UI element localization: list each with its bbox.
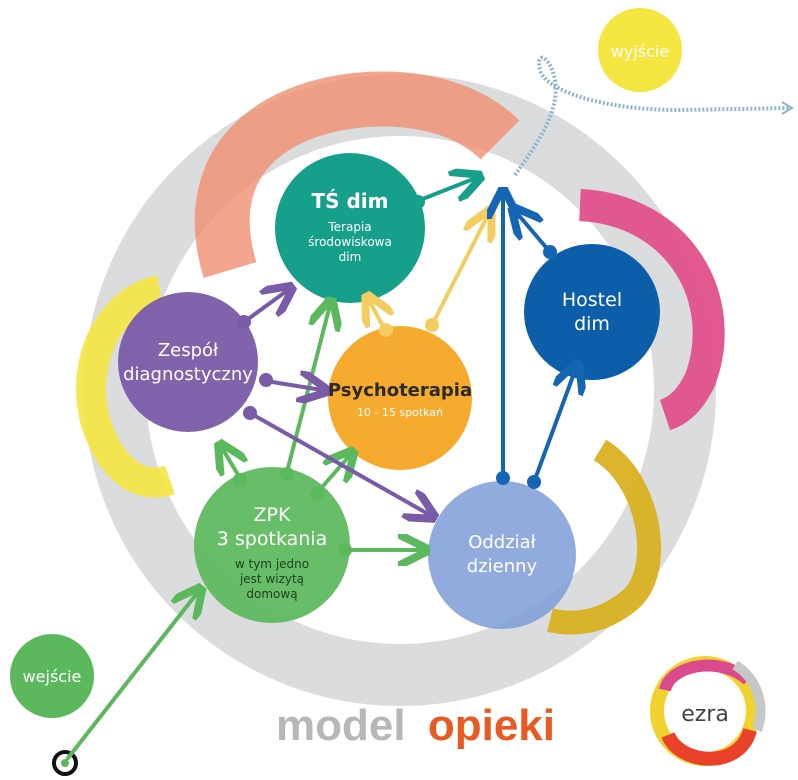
edge-dot [379,323,393,337]
edge-zpk-psycho [315,455,350,495]
edge-dot [338,543,352,557]
ts-line4: dim [339,250,362,264]
footer-model: model [276,701,406,750]
exit-label: wyjście [611,42,669,61]
edge-dot [543,245,557,259]
oddzial-line2: dzienny [467,556,538,577]
edge-dot [237,315,251,329]
oddzial-line1: Oddział [468,532,536,553]
edge-ts-exit [418,178,476,202]
node-hostel-dim [524,244,660,380]
exit-path-squiggle [513,55,791,177]
logo-ring-red [661,727,757,766]
zpk-line3: w tym jedno [235,557,309,571]
edge-dot [496,471,510,485]
edge-psycho-exit [430,215,488,327]
edge-start-zpk [66,592,198,760]
edge-zespol-ts [242,290,288,324]
yellow-arc [76,275,175,498]
start-target-outer [52,750,78,776]
entry-label: wejście [23,667,82,686]
logo-center [673,679,737,743]
psycho-line2: 10 - 15 spotkań [357,406,443,419]
footer-title: model opieki [276,701,555,750]
edge-zpk-zespol [222,448,240,480]
psycho-title: Psychoterapia [328,380,472,401]
footer-opieki: opieki [428,701,555,750]
edge-zespol-psycho [264,381,322,390]
node-oddzial-dzienny [428,481,576,629]
ts-line3: środowiskowa [308,235,392,249]
edge-dot [310,487,324,501]
exit-arrowhead [781,101,794,115]
entry-circle [10,634,94,718]
edge-hostel-exit [516,212,552,254]
edge-dot [259,373,273,387]
zpk-line2: 3 spotkania [217,528,327,550]
edge-oddzial-hostel [532,368,576,484]
zpk-line4: jest wizytą [239,572,304,586]
gold-arc [547,439,662,635]
node-ts-dim [275,153,425,303]
node-zpk [194,467,350,623]
edge-zespol-oddzial [248,411,430,515]
logo-ring-grey [732,660,766,732]
pink-arc [578,189,725,431]
edge-dot [425,318,439,332]
ts-line2: Terapia [327,220,371,234]
zespol-line2: diagnostyczny [123,364,253,385]
hostel-line1: Hostel [562,289,622,311]
zpk-title: ZPK [254,504,291,526]
salmon-arc [194,71,520,278]
logo-text: ezra [681,702,729,727]
edge-dot [233,473,247,487]
ts-title: TŚ dim [311,189,388,213]
node-psychoterapia [328,326,472,470]
start-target-inner [61,759,69,767]
zpk-line5: domową [246,587,297,601]
edge-dot [280,467,294,481]
edge-dot [527,475,541,489]
edge-dot [411,195,425,209]
node-zespol-diagnostyczny [118,292,258,432]
hostel-line2: dim [574,313,610,335]
zespol-line1: Zespół [158,340,219,361]
exit-circle [598,8,682,92]
edge-dot [243,406,257,420]
ezra-logo: ezra [650,656,766,766]
